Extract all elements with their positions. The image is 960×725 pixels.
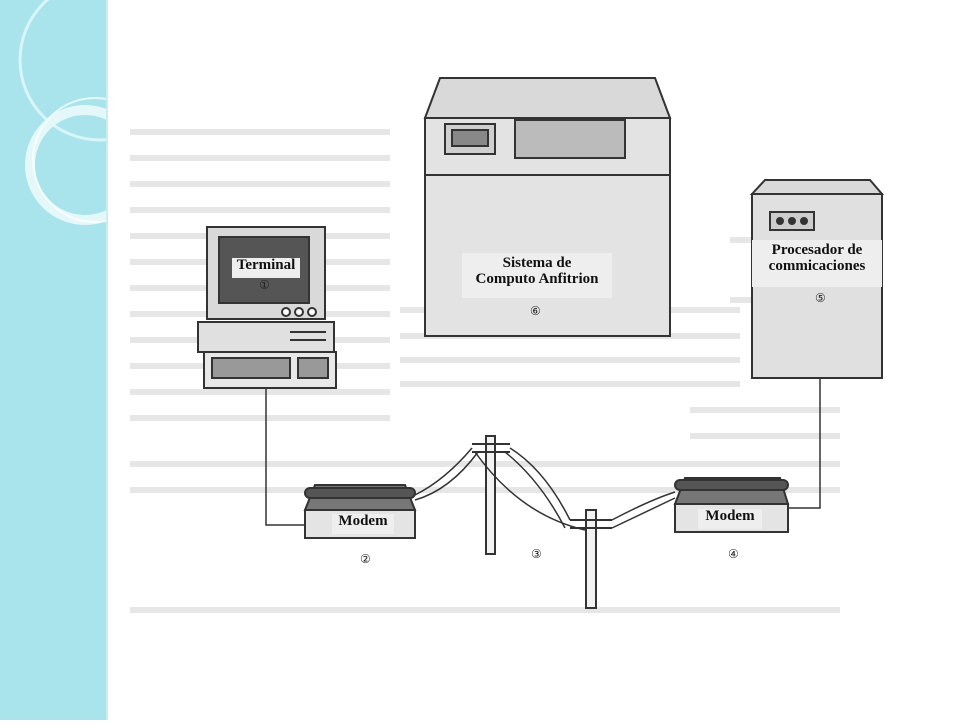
comm-processor-label-line1: Procesador de bbox=[771, 242, 863, 258]
modem-left-number: ② bbox=[360, 552, 371, 566]
telephone-pole-2 bbox=[570, 509, 612, 609]
modem-left-label: Modem bbox=[332, 513, 394, 534]
phone-lines-number: ③ bbox=[531, 547, 542, 561]
terminal-computer bbox=[197, 226, 337, 389]
comm-processor-number: ⑤ bbox=[815, 291, 826, 305]
host-system-label: Sistema de Computo Anfitrion bbox=[462, 253, 612, 298]
host-system-label-line1: Sistema de bbox=[502, 255, 572, 271]
decorative-circles bbox=[18, 0, 106, 225]
modem-right-label: Modem bbox=[698, 508, 762, 529]
comm-processor-label-line2: commicaciones bbox=[768, 257, 866, 274]
host-system-label-line2: Computo Anfitrion bbox=[475, 270, 599, 287]
terminal-number: ① bbox=[259, 278, 270, 292]
host-system-number: ⑥ bbox=[530, 304, 541, 318]
telephone-pole-1 bbox=[472, 435, 510, 555]
host-computer bbox=[423, 77, 672, 337]
decorative-side-strip bbox=[0, 0, 108, 720]
comm-processor-label: Procesador de commicaciones bbox=[752, 240, 882, 287]
modem-right-number: ④ bbox=[728, 547, 739, 561]
connection-lines bbox=[265, 378, 821, 531]
terminal-label: Terminal bbox=[232, 257, 300, 278]
